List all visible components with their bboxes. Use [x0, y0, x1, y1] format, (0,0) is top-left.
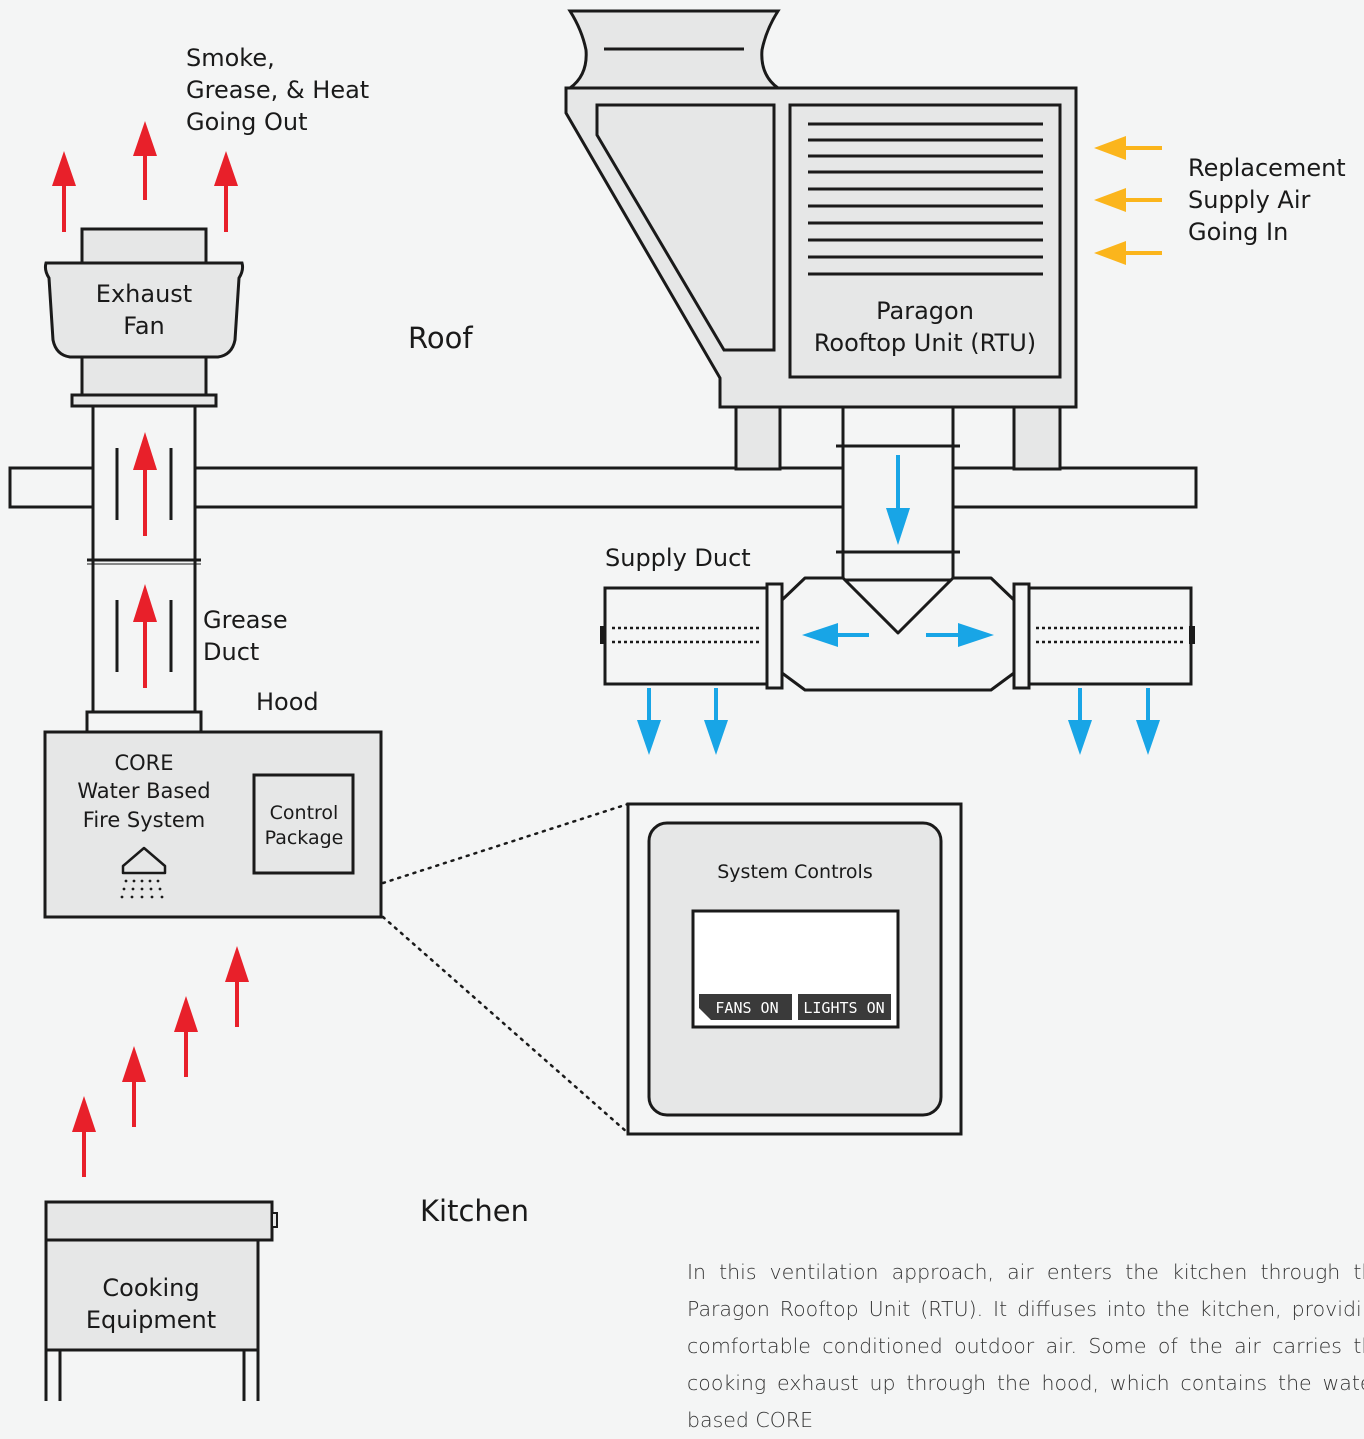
supply-arrow: [1136, 688, 1160, 755]
lights-on-button[interactable]: [798, 994, 891, 1020]
grease-duct-label-2: Duct: [203, 638, 259, 666]
exhaust-arrow: [122, 1046, 146, 1127]
description-text: In this ventilation approach, air enters…: [687, 1260, 1364, 1432]
intake-arrow: [1094, 136, 1162, 160]
roof-label: Roof: [408, 321, 473, 355]
grease-duct-label-1: Grease: [203, 606, 288, 634]
lights-on-label: LIGHTS ON: [803, 999, 884, 1017]
fire-system-label-2: Water Based: [77, 779, 210, 803]
hood-label: Hood: [256, 688, 319, 716]
roof-slab: [8, 466, 1198, 509]
smoke-label-3: Going Out: [186, 108, 308, 136]
cooking-equipment-label-2: Equipment: [86, 1306, 216, 1334]
supply-arrow: [802, 623, 869, 647]
exhaust-fan: Exhaust Fan: [43, 227, 245, 408]
replacement-label-3: Going In: [1188, 218, 1288, 246]
exhaust-arrow: [133, 121, 157, 200]
supply-duct-label: Supply Duct: [605, 544, 751, 572]
supply-arrows: [637, 455, 1160, 755]
control-package-box: [252, 773, 355, 875]
rtu-label-2: Rooftop Unit (RTU): [814, 329, 1036, 357]
supply-arrow: [886, 455, 910, 545]
supply-arrow: [926, 623, 994, 647]
intake-arrows: [1094, 136, 1162, 265]
smoke-label-1: Smoke,: [186, 44, 275, 72]
fire-system-label-1: CORE: [114, 751, 173, 775]
system-controls-title: System Controls: [717, 861, 872, 883]
exhaust-arrow: [133, 432, 157, 536]
cooking-equipment: Cooking Equipment: [44, 1200, 278, 1401]
kitchen-label: Kitchen: [420, 1194, 529, 1228]
replacement-label-2: Supply Air: [1188, 186, 1311, 214]
exhaust-fan-label-2: Fan: [123, 312, 165, 340]
rtu-label-1: Paragon: [876, 297, 974, 325]
exhaust-arrow: [225, 946, 249, 1027]
control-package-label-1: Control: [270, 802, 339, 824]
fans-on-label: FANS ON: [715, 999, 778, 1017]
supply-arrow: [704, 688, 728, 755]
rooftop-unit: Paragon Rooftop Unit (RTU): [564, 9, 1078, 471]
sprinkler-icon: [120, 846, 167, 899]
supply-arrow: [637, 688, 661, 755]
exhaust-arrows: [52, 121, 249, 1177]
exhaust-arrow: [52, 151, 76, 232]
system-controls-panel: System Controls FANS ON LIGHTS ON: [381, 802, 963, 1136]
supply-duct: [600, 576, 1195, 692]
supply-arrow: [1068, 688, 1092, 755]
exhaust-arrow: [174, 996, 198, 1077]
exhaust-fan-label-1: Exhaust: [96, 280, 192, 308]
cooking-equipment-label-1: Cooking: [102, 1274, 199, 1302]
intake-arrow: [1094, 241, 1162, 265]
exhaust-arrow: [214, 151, 238, 232]
fire-system-label-3: Fire System: [83, 808, 205, 832]
control-package-label-2: Package: [265, 827, 344, 849]
intake-arrow: [1094, 188, 1162, 212]
fans-on-button[interactable]: [699, 994, 792, 1020]
exhaust-arrow: [72, 1096, 96, 1177]
hood: CORE Water Based Fire System Control Pac…: [43, 730, 383, 919]
ventilation-diagram: Exhaust Fan CORE Water Based Fire System…: [8, 9, 1346, 1401]
replacement-label-1: Replacement: [1188, 154, 1346, 182]
smoke-label-2: Grease, & Heat: [186, 76, 369, 104]
exhaust-arrow: [133, 584, 157, 688]
